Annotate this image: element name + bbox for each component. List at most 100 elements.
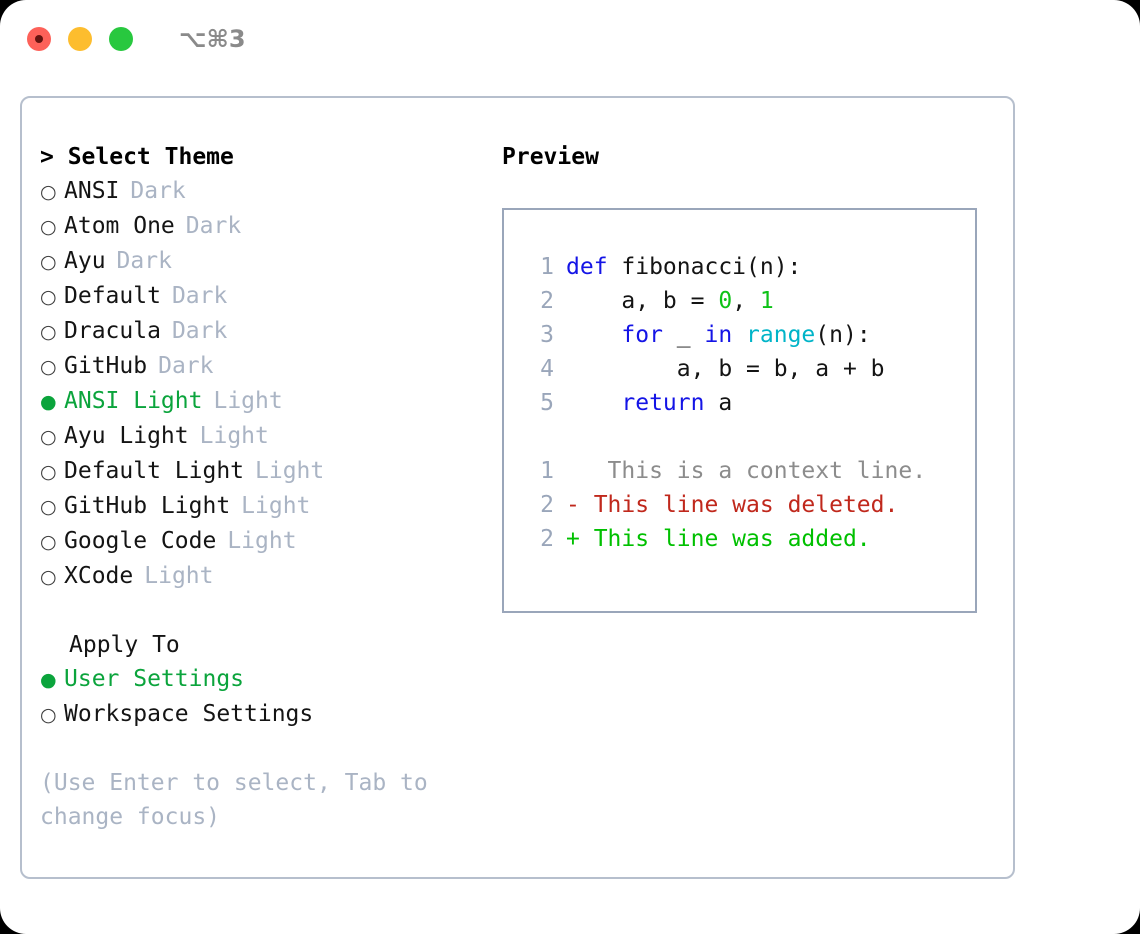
list-spacer (40, 594, 502, 628)
code-token: a, b = b, a + b (566, 356, 885, 382)
code-token (732, 322, 746, 348)
theme-option-label: GitHub (64, 353, 148, 379)
code-token: a, b = (566, 288, 719, 314)
radio-selected-icon: ● (40, 391, 57, 413)
code-line: 3 for _ in range(n): (524, 318, 975, 352)
apply-to-heading: Apply To (69, 632, 180, 658)
close-button[interactable] (27, 27, 51, 51)
line-number: 4 (540, 356, 554, 382)
code-text: a, b = b, a + b (566, 352, 885, 386)
code-line: 2 a, b = 0, 1 (524, 284, 975, 318)
diff-line: 1 This is a context line. (524, 454, 975, 488)
line-number: 2 (540, 526, 554, 552)
keyboard-hint: (Use Enter to select, Tab to change focu… (40, 770, 428, 830)
theme-option-label: ANSI (64, 178, 120, 204)
radio-unselected-icon: ○ (40, 461, 57, 483)
theme-option-variant: Light (144, 563, 214, 589)
radio-unselected-icon: ○ (40, 181, 57, 203)
theme-option-variant: Dark (171, 318, 228, 344)
maximize-button[interactable] (109, 27, 133, 51)
code-token: 1 (759, 288, 774, 314)
radio-unselected-icon: ○ (40, 426, 57, 448)
radio-selected-icon: ● (40, 669, 57, 691)
code-line: 5 return a (524, 386, 975, 420)
code-text: def fibonacci(n): (566, 250, 801, 284)
theme-option-variant: Light (227, 528, 297, 554)
diff-text: This line was added. (579, 526, 871, 552)
code-diff-gap (524, 420, 975, 454)
diff-line: 2+ This line was added. (524, 522, 975, 556)
code-token (566, 390, 621, 416)
apply-to-list: ● User Settings ○ Workspace Settings (40, 662, 502, 732)
radio-unselected-icon: ○ (40, 321, 57, 343)
radio-unselected-icon: ○ (40, 356, 57, 378)
theme-option-label: Google Code (64, 528, 217, 554)
code-token: for (621, 322, 663, 348)
line-number: 5 (540, 390, 554, 416)
theme-option-label: Dracula (64, 318, 161, 344)
preview-heading: Preview (502, 144, 599, 170)
code-token: , (732, 288, 760, 314)
theme-option-variant: Dark (130, 178, 186, 204)
theme-option[interactable]: ○ Default Dark (40, 279, 502, 314)
theme-option-label: ANSI Light (64, 388, 203, 414)
shortcut-label: ⌥⌘3 (179, 25, 246, 53)
code-token: range (746, 322, 816, 348)
line-number: 2 (540, 288, 554, 314)
window-controls (27, 27, 133, 51)
radio-unselected-icon: ○ (40, 704, 57, 726)
theme-option-variant: Light (255, 458, 325, 484)
code-token (566, 322, 621, 348)
line-number: 1 (540, 458, 554, 484)
apply-to-option-label: User Settings (64, 666, 245, 692)
radio-unselected-icon: ○ (40, 566, 57, 588)
apply-to-option[interactable]: ● User Settings (40, 662, 502, 697)
apply-to-option[interactable]: ○ Workspace Settings (40, 697, 502, 732)
theme-option[interactable]: ○ ANSI Dark (40, 174, 502, 209)
theme-option-variant: Dark (116, 248, 172, 274)
code-text: for _ in range(n): (566, 318, 870, 352)
code-token: return (621, 390, 705, 416)
diff-line: 2- This line was deleted. (524, 488, 975, 522)
minimize-button[interactable] (68, 27, 92, 51)
apply-to-option-label: Workspace Settings (64, 701, 314, 727)
code-token: fibonacci(n): (607, 254, 802, 280)
title-bar: ⌥⌘3 (0, 0, 1140, 78)
code-token: in (704, 322, 733, 348)
diff-text: This line was deleted. (579, 492, 899, 518)
code-token: a (704, 390, 733, 416)
theme-option[interactable]: ○ Google Code Light (40, 524, 502, 559)
radio-unselected-icon: ○ (40, 531, 57, 553)
line-number: 1 (540, 254, 554, 280)
theme-option-variant: Dark (185, 213, 242, 239)
radio-unselected-icon: ○ (40, 286, 57, 308)
theme-option-variant: Dark (171, 283, 228, 309)
code-token: def (566, 254, 608, 280)
page-title: > Select Theme (40, 144, 234, 170)
radio-unselected-icon: ○ (40, 216, 57, 238)
hint-spacer (40, 732, 502, 766)
theme-option[interactable]: ○ Dracula Dark (40, 314, 502, 349)
line-number: 2 (540, 492, 554, 518)
theme-option-variant: Light (241, 493, 311, 519)
recording-indicator-icon (35, 35, 43, 43)
theme-option-label: Default (64, 283, 161, 309)
line-number: 3 (540, 322, 554, 348)
code-line: 4 a, b = b, a + b (524, 352, 975, 386)
theme-option-label: Ayu (64, 248, 106, 274)
